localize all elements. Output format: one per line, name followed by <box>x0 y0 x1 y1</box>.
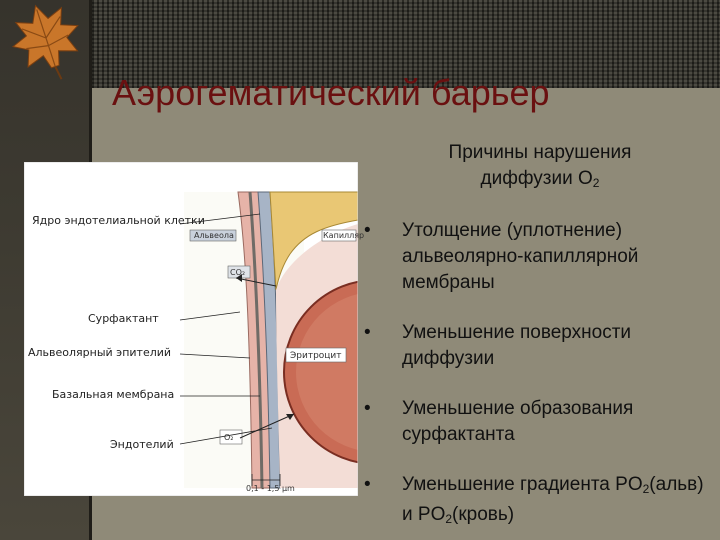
label-alveola: Альвеола <box>194 231 234 240</box>
label-endothelium: Эндотелий <box>110 438 174 451</box>
causes-heading: Причины нарушения диффузии O2 <box>404 140 676 196</box>
cause-item: • Утолщение (уплотнение) альвеолярно-кап… <box>364 218 714 296</box>
cause-item: • Уменьшение градиента PO2(альв) и PO2(к… <box>364 472 714 532</box>
label-o2: O₂ <box>224 433 234 442</box>
cause-text: Уменьшение образования сурфактанта <box>402 398 634 445</box>
bullet-icon: • <box>364 474 371 495</box>
top-texture-band <box>92 0 720 88</box>
label-surfactant: Сурфактант <box>88 312 159 325</box>
cause-text-part-c: (кровь) <box>452 504 515 525</box>
label-thickness: 0,1 - 1,5 μm <box>246 484 295 493</box>
cause-item: • Уменьшение образования сурфактанта <box>364 396 714 448</box>
barrier-illustration <box>24 162 358 496</box>
label-co2: CO₂ <box>230 268 246 277</box>
label-erythrocyte: Эритроцит <box>290 351 342 361</box>
cause-text-part-b: (альв) и PO <box>402 474 704 525</box>
cause-item: • Уменьшение поверхности диффузии <box>364 320 714 372</box>
barrier-diagram: Ядро эндотелиальной клетки Сурфактант Ал… <box>24 162 364 496</box>
label-alveolar-epithelium: Альвеолярный эпителий <box>28 346 172 359</box>
label-capillary: Капилляр <box>323 231 365 240</box>
bullet-icon: • <box>364 398 371 419</box>
label-endothelial-nucleus: Ядро эндотелиальной клетки <box>32 214 205 227</box>
bullet-icon: • <box>364 220 371 241</box>
bullet-icon: • <box>364 322 371 343</box>
causes-list: • Утолщение (уплотнение) альвеолярно-кап… <box>364 218 714 532</box>
cause-text-part-a: Уменьшение градиента PO <box>402 474 643 495</box>
label-basement-membrane: Базальная мембрана <box>52 388 175 401</box>
autumn-leaf-icon <box>11 4 79 80</box>
cause-text: Уменьшение поверхности диффузии <box>402 322 632 369</box>
cause-sub-a: 2 <box>642 482 650 496</box>
causes-heading-sub: 2 <box>592 176 600 190</box>
cause-text: Утолщение (уплотнение) альвеолярно-капил… <box>402 220 639 293</box>
causes-heading-text: Причины нарушения диффузии O <box>448 142 632 189</box>
cause-sub-b: 2 <box>445 512 453 526</box>
slide-title: Аэрогематический барьер <box>112 72 550 113</box>
